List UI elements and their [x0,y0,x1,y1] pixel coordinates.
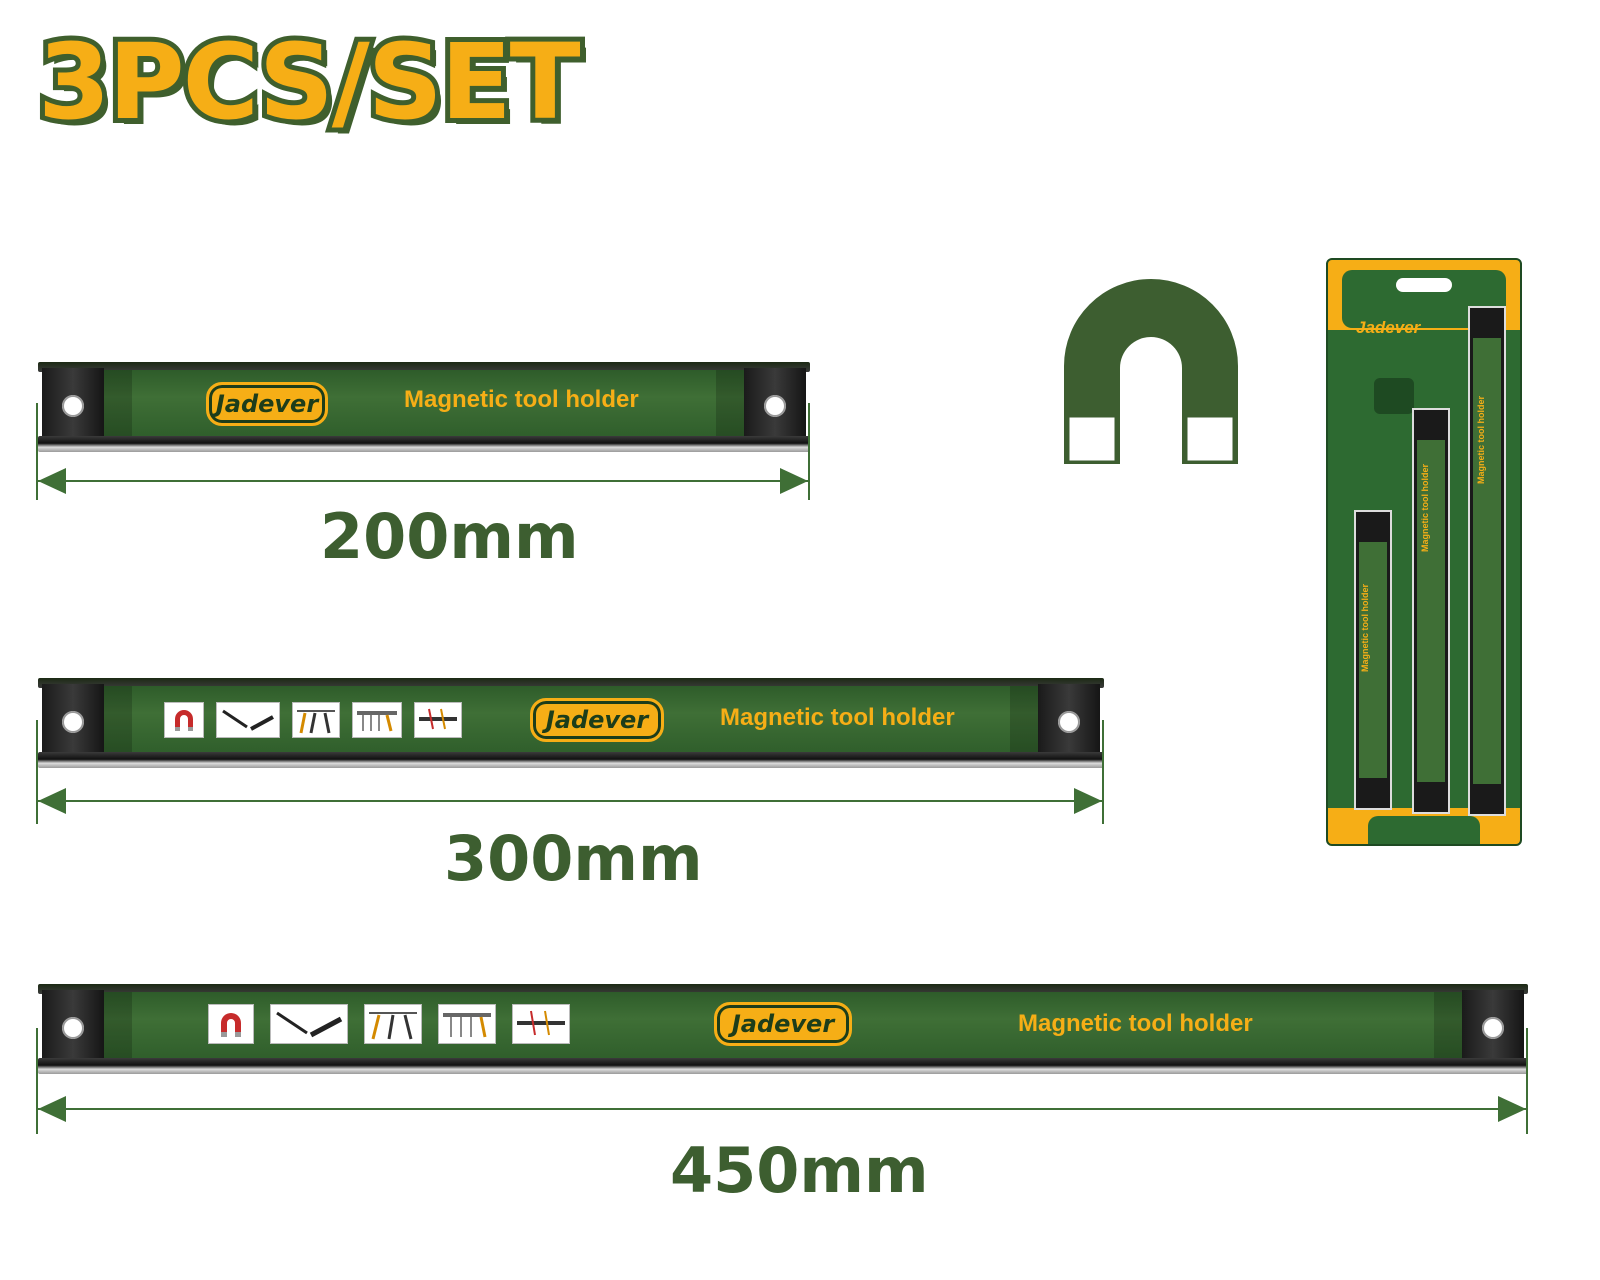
dimension-label-300: 300mm [444,822,703,895]
package-holder-medium: Magnetic tool holder [1412,408,1450,814]
product-label: Magnetic tool holder [404,386,639,413]
dimension-label-450: 450mm [670,1134,929,1207]
hook-icon [1374,378,1414,414]
dimension-line-300 [38,800,1102,802]
headline: 3PCS/SET [33,17,586,147]
mounting-end-left [42,684,104,760]
dimension-line-200 [38,480,808,482]
pliers-icon [364,1004,422,1044]
dimension-label-200: 200mm [320,500,579,573]
screwdriver-icon [216,702,280,738]
mounting-end-right [1038,684,1100,760]
product-label: Magnetic tool holder [720,704,955,731]
wrench-rack-icon [352,702,402,738]
tool-holder-450: Jadever Magnetic tool holder [38,984,1528,1074]
package-holder-label: Magnetic tool holder [1476,395,1486,484]
mounting-end-left [42,990,104,1066]
product-label: Magnetic tool holder [1018,1010,1253,1037]
brand-logo: Jadever [714,1002,852,1046]
package-holder-label: Magnetic tool holder [1360,583,1370,672]
mounting-end-right [1462,990,1524,1066]
brand-logo: Jadever [530,698,664,742]
package-holder-large: Magnetic tool holder [1468,306,1506,816]
mounting-end-right [744,368,806,444]
magnet-icon [164,702,204,738]
package-holder-label: Magnetic tool holder [1420,463,1430,552]
mounting-hole-icon [764,395,786,417]
hang-hole-icon [1396,278,1452,292]
package-holder-small: Magnetic tool holder [1354,510,1392,810]
retail-package: Jadever Magnetic tool holder Magnetic to… [1326,258,1522,846]
wrench-rack-icon [438,1004,496,1044]
horseshoe-magnet-icon [1062,278,1240,466]
mounting-hole-icon [62,1017,84,1039]
pliers-icon [292,702,340,738]
mounting-hole-icon [1058,711,1080,733]
mounting-hole-icon [62,711,84,733]
tool-holder-200: Jadever Magnetic tool holder [38,362,810,452]
tool-rack-icon [414,702,462,738]
mounting-hole-icon [62,395,84,417]
tool-holder-300: Jadever Magnetic tool holder [38,678,1104,768]
mounting-hole-icon [1482,1017,1504,1039]
tool-rack-icon [512,1004,570,1044]
screwdriver-icon [270,1004,348,1044]
dimension-line-450 [38,1108,1526,1110]
mounting-end-left [42,368,104,444]
brand-logo: Jadever [206,382,328,426]
magnet-icon [208,1004,254,1044]
package-brand: Jadever [1356,318,1421,337]
